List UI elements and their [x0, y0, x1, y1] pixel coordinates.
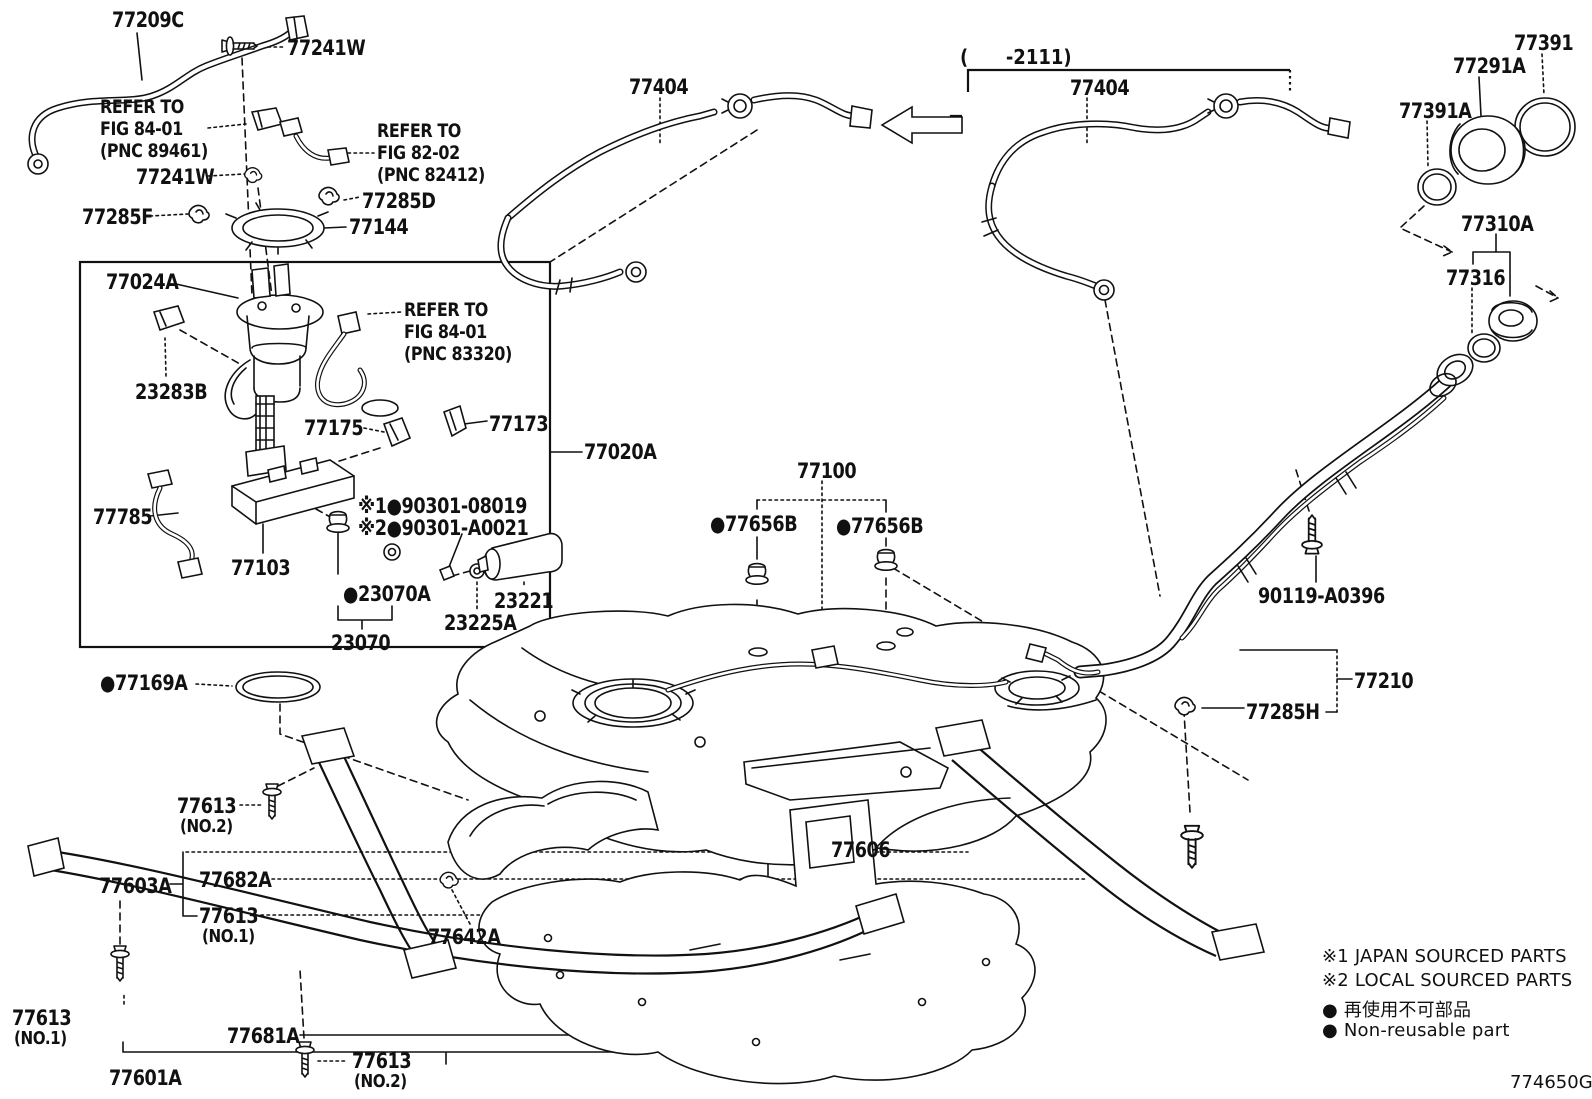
label-application-range: ( -2111)	[960, 45, 1072, 69]
fuel-filter-23221	[477, 532, 563, 581]
label-77613-no2-bottom-sub: (NO.2)	[354, 1071, 407, 1092]
support-plate-77681a	[743, 741, 950, 801]
bracket-77175	[382, 417, 412, 448]
sender-connector-23283b	[152, 305, 186, 332]
label-77613-no1-mid-sub: (NO.1)	[202, 926, 255, 947]
label-77241W-2: 77241W	[136, 165, 215, 189]
label-77613-no1-mid: 77613	[199, 904, 259, 928]
label-77642A: 77642A	[428, 925, 501, 949]
fuel-tank-vent-tube-77404-left	[497, 92, 873, 295]
label-23283B: 23283B	[135, 380, 208, 404]
fuel-tube-77209c	[27, 15, 309, 175]
label-77656B-right: ●77656B	[836, 514, 924, 538]
gasket-77169a	[235, 671, 321, 703]
legend-local-sourced: ※2 LOCAL SOURCED PARTS	[1322, 970, 1573, 991]
label-77682A: 77682A	[199, 868, 272, 892]
label-77681A: 77681A	[227, 1024, 300, 1048]
label-77391A: 77391A	[1399, 99, 1472, 123]
tank-band-77601a	[27, 837, 905, 975]
label-77316: 77316	[1446, 266, 1506, 290]
label-77020A: 77020A	[584, 440, 657, 464]
label-77103: 77103	[231, 556, 291, 580]
label-77391: 77391	[1514, 31, 1574, 55]
note-fig-82-02-pnc-82412: REFER TO FIG 82-02 (PNC 82412)	[377, 120, 485, 186]
lock-ring-77144	[225, 202, 329, 255]
label-90119-A0396: 90119-A0396	[1258, 584, 1385, 608]
label-77404-right: 77404	[1070, 76, 1130, 100]
label-77601A: 77601A	[109, 1066, 182, 1090]
label-77210: 77210	[1354, 669, 1414, 693]
label-77291A: 77291A	[1453, 54, 1526, 78]
harness-pnc-82412	[278, 117, 350, 166]
direction-arrow	[880, 105, 963, 145]
tank-band-77682a	[300, 727, 458, 979]
label-77613-no2-bottom: 77613	[352, 1049, 412, 1073]
gasket-77391	[1514, 97, 1576, 157]
label-77785: 77785	[93, 505, 153, 529]
label-23221: 23221	[494, 589, 554, 613]
label-77613-no2-top: 77613	[177, 794, 237, 818]
label-77603A: 77603A	[99, 874, 172, 898]
pump-bracket-77103	[231, 457, 355, 525]
label-77285H: 77285H	[1246, 700, 1320, 724]
label-77144: 77144	[349, 215, 409, 239]
filler-channel-protector	[447, 780, 660, 880]
label-77656B-left: ●77656B	[710, 512, 798, 536]
fuel-tank-vent-tube-77404-right	[981, 93, 1351, 301]
tank-band-right	[934, 719, 1266, 961]
label-23070A: ●23070A	[343, 582, 431, 606]
label-77169A: ●77169A	[100, 671, 188, 695]
label-77241W-1: 77241W	[287, 36, 366, 60]
note-fig-84-01-pnc-89461: REFER TO FIG 84-01 (PNC 89461)	[100, 96, 208, 162]
fuel-gauge-sender-pnc-83320	[315, 311, 399, 417]
label-90301-08019: ※1●90301-08019	[358, 494, 527, 518]
note-fig-84-01-pnc-83320: REFER TO FIG 84-01 (PNC 83320)	[404, 299, 512, 365]
legend-non-reusable-jp: ● 再使用不可部品	[1322, 1000, 1472, 1021]
label-77310A: 77310A	[1461, 212, 1534, 236]
tank-protector-77606	[478, 799, 1036, 1085]
fuel-cap-77310a	[1488, 300, 1538, 342]
harness-77785	[146, 469, 203, 579]
label-77613-no1-left: 77613	[12, 1006, 72, 1030]
gasket-77391a	[1417, 168, 1457, 206]
label-77173: 77173	[489, 412, 549, 436]
label-77613-no2-top-sub: (NO.2)	[180, 816, 233, 837]
shield-77291a	[1449, 115, 1526, 185]
label-77175: 77175	[304, 416, 364, 440]
label-23225A: 23225A	[444, 611, 517, 635]
check-valve-90301	[383, 543, 456, 582]
label-77285F: 77285F	[82, 205, 153, 229]
label-77285D: 77285D	[362, 189, 436, 213]
fuel-filler-pipe-77210	[1025, 353, 1474, 679]
label-77024A: 77024A	[106, 270, 179, 294]
cap-gasket-77316	[1467, 333, 1501, 363]
label-77100: 77100	[797, 459, 857, 483]
doc-number: 774650G	[1510, 1072, 1592, 1093]
label-77606: 77606	[831, 838, 891, 862]
fuel-pump-assembly-77024a	[224, 263, 324, 420]
label-77613-no1-left-sub: (NO.1)	[14, 1028, 67, 1049]
label-77209C: 77209C	[112, 8, 184, 32]
bracket-77173	[442, 404, 467, 438]
legend-non-reusable-en: ● Non-reusable part	[1322, 1020, 1510, 1041]
pump-module-box-77020a	[78, 260, 552, 649]
label-23070: 23070	[331, 631, 391, 655]
legend-japan-sourced: ※1 JAPAN SOURCED PARTS	[1322, 946, 1567, 967]
label-90301-A0021: ※2●90301-A0021	[358, 516, 529, 540]
label-77404-left: 77404	[629, 75, 689, 99]
